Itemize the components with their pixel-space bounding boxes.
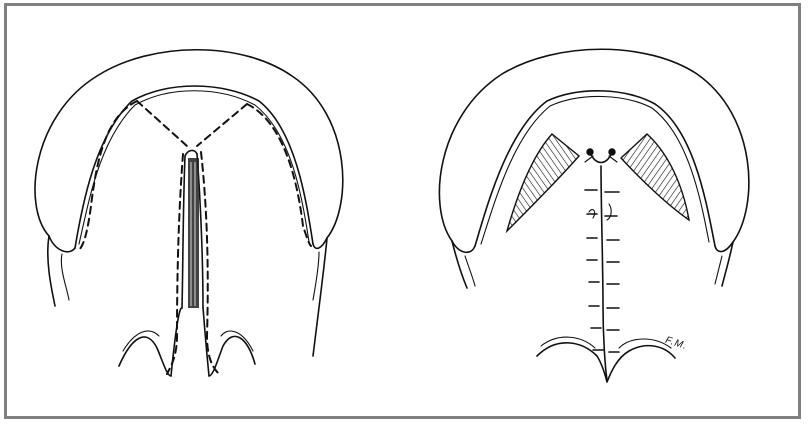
incision-v-left xyxy=(137,101,187,146)
relaxing-incision-left xyxy=(507,134,579,231)
cleft-shading xyxy=(188,158,199,308)
relaxing-incision-right xyxy=(621,134,689,220)
left-palate-diagram xyxy=(7,6,407,416)
midline-repair xyxy=(601,166,607,380)
soft-palate-left xyxy=(119,337,171,376)
cleft-palate-incision-icon xyxy=(7,6,407,416)
incision-line-left xyxy=(79,101,137,250)
incision-v-right xyxy=(197,104,247,146)
lateral-wall-left xyxy=(48,236,55,306)
incision-cleft-right xyxy=(201,152,219,374)
right-palate-diagram: F.M. xyxy=(407,6,798,416)
palate-repair-sutured-icon xyxy=(407,6,798,416)
figure-frame: F.M. xyxy=(4,3,801,419)
soft-palate-repaired xyxy=(537,343,675,382)
lateral-wall-right xyxy=(313,238,327,356)
